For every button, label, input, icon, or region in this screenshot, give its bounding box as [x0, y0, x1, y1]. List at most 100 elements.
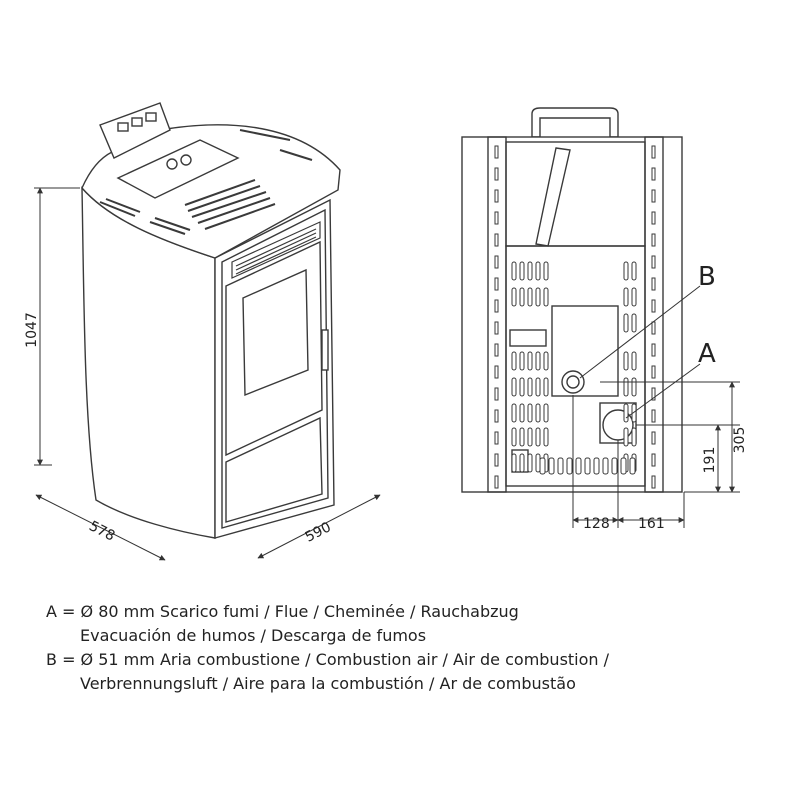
callout-b-label: B	[698, 262, 716, 292]
vent-slot	[593, 457, 600, 475]
dim-rear-128: 128	[583, 516, 610, 532]
vent-slot	[535, 427, 541, 447]
vent-slot	[566, 457, 573, 475]
vent-slot	[623, 403, 629, 423]
side-slot	[651, 475, 656, 489]
vent-slot	[631, 403, 637, 423]
vent-slot	[535, 453, 541, 473]
vent-slot	[548, 457, 555, 475]
vent-slot	[519, 403, 525, 423]
side-slot	[651, 453, 656, 467]
vent-slot	[623, 427, 629, 447]
lid-knob-right	[180, 154, 192, 166]
vent-slot	[535, 351, 541, 371]
stove-top	[81, 124, 341, 259]
vent-slot	[527, 453, 533, 473]
vent-slot	[527, 403, 533, 423]
vent-slot	[543, 403, 549, 423]
side-slot	[651, 431, 656, 445]
vent-slot	[623, 287, 629, 307]
vent-slot	[602, 457, 609, 475]
vent-slot	[623, 261, 629, 281]
vent-slot	[535, 403, 541, 423]
side-slot	[494, 211, 499, 225]
side-panel-slots	[494, 145, 656, 489]
legend: A = Ø 80 mm Scarico fumi / Flue / Chemin…	[46, 600, 766, 696]
vent-slot	[511, 453, 517, 473]
vent-slot	[527, 287, 533, 307]
vent-slot	[543, 287, 549, 307]
vent-slot	[631, 313, 637, 333]
vent-slot	[519, 453, 525, 473]
vent-slot	[519, 427, 525, 447]
vent-slot	[511, 261, 517, 281]
vent-slot	[519, 377, 525, 397]
side-slot	[494, 409, 499, 423]
vent-slot	[519, 261, 525, 281]
top-lid	[116, 139, 240, 199]
vent-slot	[527, 261, 533, 281]
side-slot	[651, 233, 656, 247]
vent-slot	[620, 457, 627, 475]
stove-rear-view	[461, 107, 683, 493]
side-slot	[494, 475, 499, 489]
vent-slot	[584, 457, 591, 475]
side-slot	[651, 387, 656, 401]
vent-slot	[543, 377, 549, 397]
vent-slot	[623, 377, 629, 397]
side-slot	[494, 189, 499, 203]
vent-slot	[535, 261, 541, 281]
vent-slot	[527, 427, 533, 447]
vent-slot	[519, 351, 525, 371]
legend-a-line2: Evacuación de humos / Descarga de fumos	[80, 626, 427, 645]
vent-slot	[623, 313, 629, 333]
front-grille	[231, 221, 321, 279]
side-slot	[651, 321, 656, 335]
vent-slot	[543, 261, 549, 281]
side-slot	[651, 343, 656, 357]
vent-slot	[631, 377, 637, 397]
vent-slot	[631, 261, 637, 281]
dim-rear-161: 161	[638, 516, 665, 532]
side-slot	[494, 365, 499, 379]
lid-knob-left	[166, 158, 178, 170]
legend-b-line2: Verbrennungsluft / Aire para la combusti…	[80, 674, 576, 693]
vent-slot	[539, 457, 546, 475]
dim-depth-label: 578	[86, 518, 117, 544]
side-slot	[494, 255, 499, 269]
rear-back-plate	[505, 245, 646, 487]
side-slot	[494, 343, 499, 357]
top-vent-slots	[99, 129, 313, 235]
side-slot	[494, 321, 499, 335]
callout-leaders	[579, 285, 701, 419]
vent-slot	[557, 457, 564, 475]
control-panel	[99, 102, 171, 159]
dim-rear-191: 191	[702, 447, 718, 474]
side-slot	[494, 145, 499, 159]
vent-slot	[511, 351, 517, 371]
side-slot	[494, 233, 499, 247]
air-inlet-b	[561, 370, 585, 394]
vent-slot	[623, 351, 629, 371]
stove-perspective-view	[81, 102, 341, 539]
side-slot	[494, 299, 499, 313]
vent-slot	[631, 351, 637, 371]
door-glass	[242, 268, 309, 397]
side-slot	[651, 211, 656, 225]
vent-slot	[519, 287, 525, 307]
side-slot	[651, 409, 656, 423]
side-slot	[494, 453, 499, 467]
side-slot	[494, 277, 499, 291]
dim-width-label: 590	[303, 519, 334, 545]
side-slot	[651, 145, 656, 159]
vent-slot	[511, 403, 517, 423]
side-slot	[651, 277, 656, 291]
side-slot	[651, 365, 656, 379]
vent-slot	[575, 457, 582, 475]
vent-slot	[511, 377, 517, 397]
rear-handle	[531, 107, 619, 138]
vent-slot	[527, 377, 533, 397]
perspective-dimensions	[34, 187, 381, 561]
side-slot	[651, 299, 656, 313]
dim-rear-305: 305	[732, 427, 748, 454]
